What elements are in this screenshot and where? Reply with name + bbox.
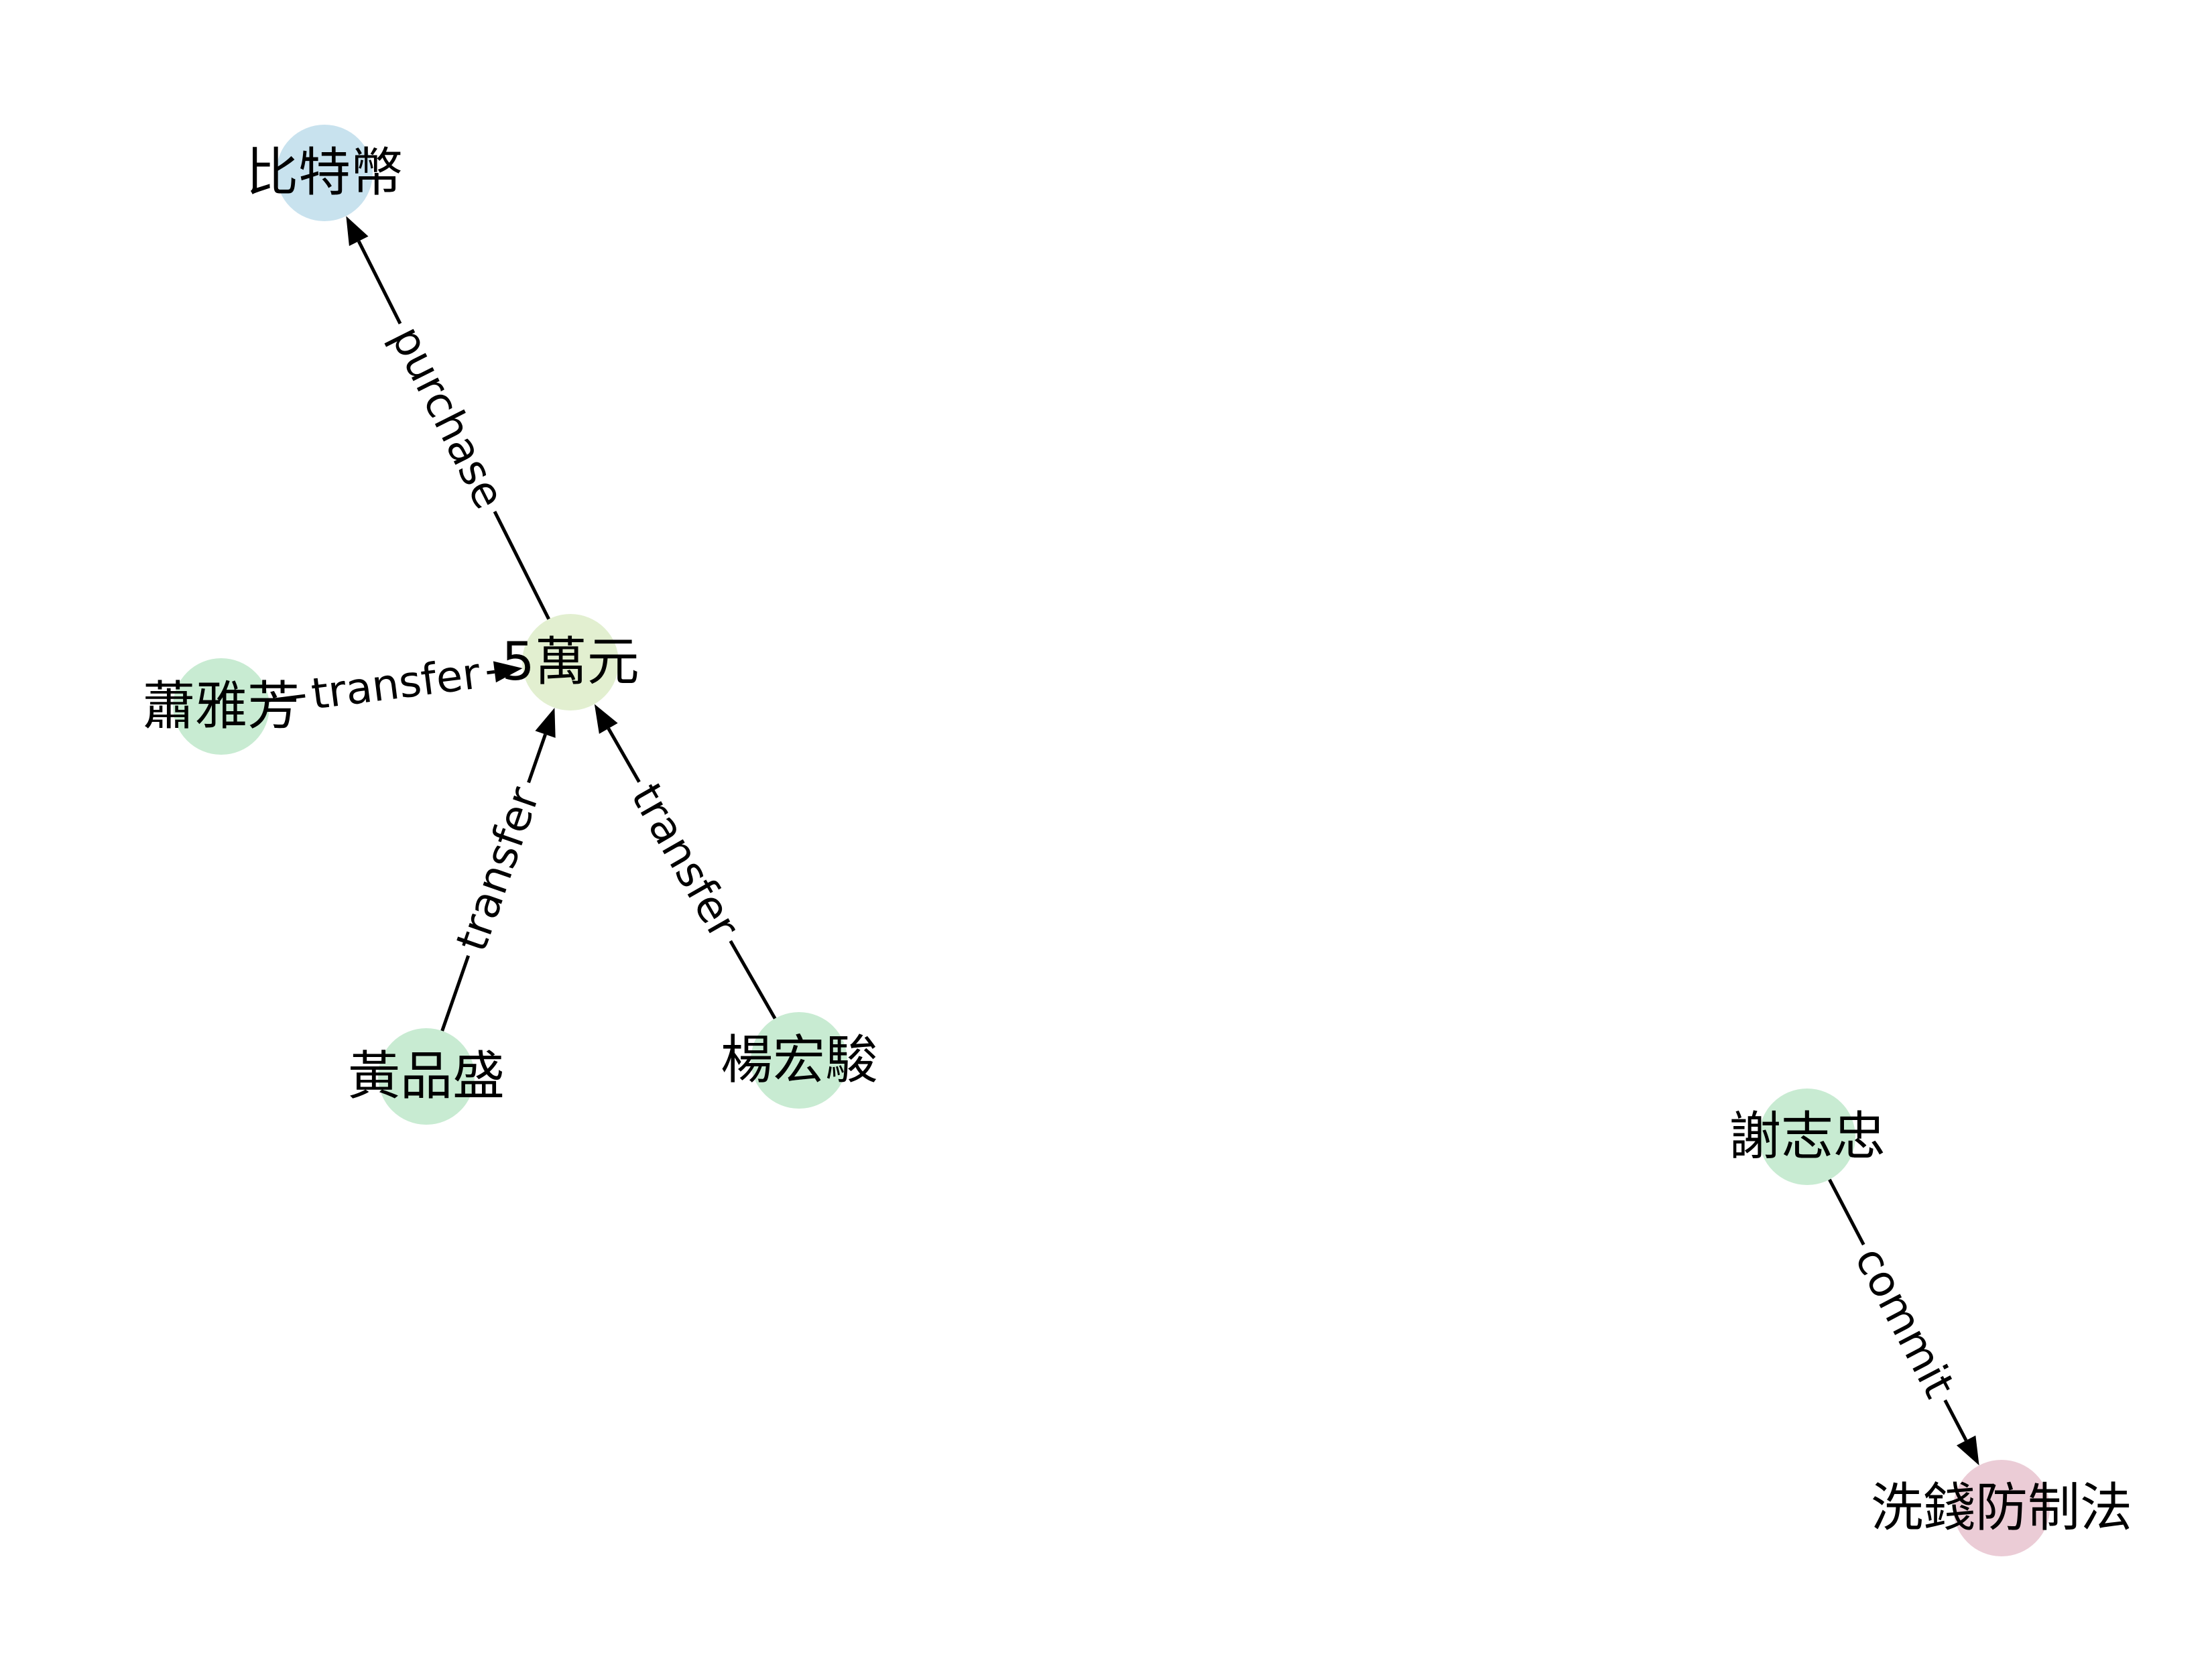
edge-yang-amount: transfer <box>594 704 777 1019</box>
node-circle <box>378 1028 475 1125</box>
node-amount: 5萬元 <box>501 614 639 710</box>
node-circle <box>751 1012 847 1109</box>
edge-label-group: transfer <box>443 773 554 965</box>
edge-label-group: purchase <box>377 312 518 523</box>
edge-label: transfer <box>447 781 550 958</box>
edges-layer: purchase transfer transfer transfer commit <box>269 216 1979 1466</box>
arrow-head-icon <box>1956 1435 1979 1466</box>
edge-huang-amount: transfer <box>440 708 556 1032</box>
node-label: 謝志忠 <box>1729 1107 1886 1167</box>
node-label: 黃品盛 <box>348 1046 505 1107</box>
node-label: 蕭雅芳 <box>143 676 300 737</box>
node-circle <box>1759 1089 1855 1185</box>
node-law: 洗錢防制法 <box>1871 1460 2132 1556</box>
node-circle <box>276 125 373 221</box>
node-bitcoin: 比特幣 <box>246 125 403 221</box>
node-circle <box>173 658 269 755</box>
edge-label: transfer <box>308 649 483 719</box>
edge-label: commit <box>1845 1239 1964 1406</box>
arrow-head-icon <box>594 704 618 734</box>
node-xie: 謝志忠 <box>1729 1089 1886 1185</box>
node-label: 5萬元 <box>501 632 639 692</box>
node-circle <box>1953 1460 2050 1556</box>
node-circle <box>522 614 619 710</box>
edge-label-group: transfer <box>302 647 491 722</box>
node-label: 楊宏駿 <box>721 1030 877 1091</box>
edge-label-background <box>616 769 753 954</box>
node-huang: 黃品盛 <box>348 1028 505 1125</box>
node-xiao: 蕭雅芳 <box>143 658 300 755</box>
arrow-head-icon <box>346 216 369 247</box>
edge-xie-law: commit <box>1828 1178 1979 1466</box>
edge-amount-bitcoin: purchase <box>346 216 550 620</box>
edge-xiao-amount: transfer <box>269 647 523 722</box>
edge-label: transfer <box>621 776 748 948</box>
edge-label-background <box>302 647 491 722</box>
edge-label-background <box>1840 1232 1969 1413</box>
node-yang: 楊宏駿 <box>721 1012 877 1109</box>
edge-label-group: transfer <box>616 769 753 954</box>
edge-label: purchase <box>381 318 513 517</box>
edge-label-group: commit <box>1840 1232 1969 1413</box>
arrow-head-icon <box>535 708 556 738</box>
arrow-head-icon <box>493 661 523 683</box>
node-label: 比特幣 <box>246 143 403 203</box>
edge-label-background <box>377 312 518 523</box>
edge-label-background <box>443 773 554 965</box>
node-label: 洗錢防制法 <box>1871 1478 2132 1538</box>
